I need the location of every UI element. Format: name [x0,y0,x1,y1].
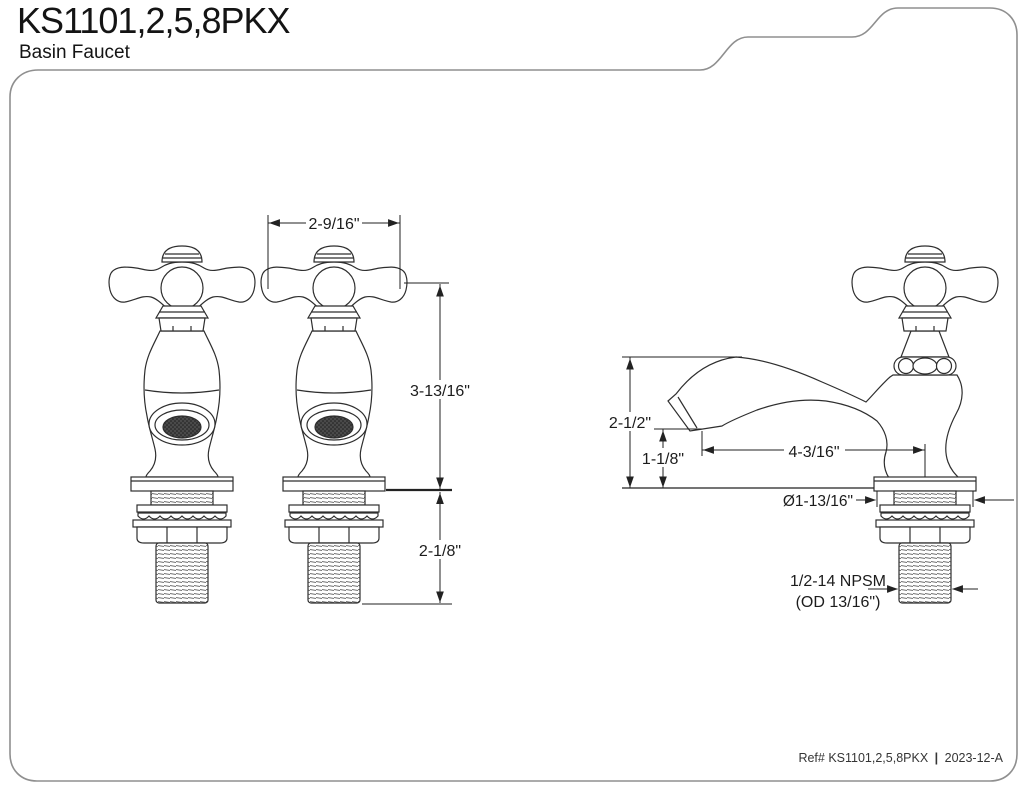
dim-deck-to-spout-top-label: 2-1/2" [605,412,655,432]
svg-text:3-13/16": 3-13/16" [410,383,470,400]
svg-text:2-1/2": 2-1/2" [609,415,651,432]
footer-ref-number: Ref# KS1101,2,5,8PKX [798,751,929,765]
svg-text:1/2-14 NPSM: 1/2-14 NPSM [790,573,886,590]
svg-text:2-9/16": 2-9/16" [308,216,359,233]
svg-text:(OD 13/16"): (OD 13/16") [796,594,881,611]
page-subtitle: Basin Faucet [19,42,130,63]
front-view-faucet-right [261,246,407,603]
footer-separator: | [934,751,939,765]
svg-text:2-1/8": 2-1/8" [419,543,461,560]
svg-text:4-3/16": 4-3/16" [788,444,839,461]
dim-outlet-clearance-label: 1-1/8" [638,448,687,468]
dim-spout-reach-label: 4-3/16" [784,441,845,461]
dim-flange-diameter [856,491,1014,507]
dim-handle-width-label: 2-9/16" [306,213,362,233]
dim-thread-spec-label: 1/2-14 NPSM (OD 13/16") [790,573,886,611]
svg-text:1-1/8": 1-1/8" [642,451,684,468]
dim-shank-length-label: 2-1/8" [415,540,465,560]
page-border [9,7,1018,782]
footer-reference: Ref# KS1101,2,5,8PKX | 2023-12-A [798,751,1003,765]
dim-deck-to-top-label: 3-13/16" [410,380,471,400]
dim-flange-diameter-label: Ø1-13/16" [783,493,853,510]
footer-revision: 2023-12-A [944,751,1003,765]
front-view-faucet-left [109,246,255,603]
side-view-faucet [667,245,999,604]
page-title: KS1101,2,5,8PKX [17,0,291,41]
